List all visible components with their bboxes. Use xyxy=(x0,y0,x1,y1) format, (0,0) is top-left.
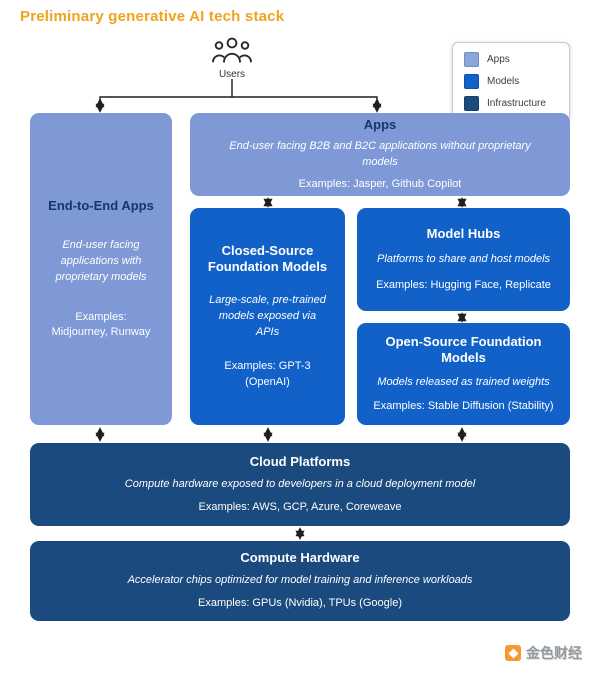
box-title: Closed-Source Foundation Models xyxy=(207,242,328,275)
legend-item-apps: Apps xyxy=(464,52,558,67)
box-apps: Apps End-user facing B2B and B2C applica… xyxy=(190,113,570,196)
users-group: Users xyxy=(206,36,258,80)
page-title: Preliminary generative AI tech stack xyxy=(20,8,285,25)
box-compute-hardware: Compute Hardware Accelerator chips optim… xyxy=(30,541,570,621)
box-examples: Examples: AWS, GCP, Azure, Coreweave xyxy=(198,500,402,513)
box-description: End-user facing applications with propri… xyxy=(55,238,147,283)
box-cloud-platforms: Cloud Platforms Compute hardware exposed… xyxy=(30,443,570,526)
watermark-text: 金色财经 xyxy=(526,645,582,661)
legend-label: Apps xyxy=(487,54,510,65)
box-description: Compute hardware exposed to developers i… xyxy=(124,477,476,490)
box-title: Model Hubs xyxy=(426,225,501,241)
box-end-to-end-apps: End-to-End Apps End-user facing applicat… xyxy=(30,113,172,425)
box-examples: Examples: Midjourney, Runway xyxy=(51,310,151,339)
box-title: Apps xyxy=(363,116,397,132)
box-open-source-foundation-models: Open-Source Foundation Models Models rel… xyxy=(357,323,570,425)
legend-swatch-models xyxy=(464,74,479,89)
box-model-hubs: Model Hubs Platforms to share and host m… xyxy=(357,208,570,311)
box-examples: Examples: GPUs (Nvidia), TPUs (Google) xyxy=(198,597,402,610)
legend-item-infrastructure: Infrastructure xyxy=(464,96,558,111)
box-title: Open-Source Foundation Models xyxy=(385,334,542,366)
watermark-logo-icon xyxy=(505,645,521,661)
box-description: Platforms to share and host models xyxy=(376,252,551,265)
box-description: Large-scale, pre-trained models exposed … xyxy=(209,294,326,339)
box-title: Compute Hardware xyxy=(240,550,360,566)
watermark: 金色财经 xyxy=(505,643,582,663)
box-closed-source-foundation-models: Closed-Source Foundation Models Large-sc… xyxy=(190,208,345,425)
legend-swatch-apps xyxy=(464,52,479,67)
box-description: End-user facing B2B and B2C applications… xyxy=(229,140,531,168)
box-title: End-to-End Apps xyxy=(48,197,154,213)
box-description: Accelerator chips optimized for model tr… xyxy=(127,574,473,587)
legend-label: Infrastructure xyxy=(487,98,546,109)
box-examples: Examples: Jasper, Github Copilot xyxy=(298,177,462,190)
box-title: Cloud Platforms xyxy=(249,453,351,469)
box-examples: Examples: Hugging Face, Replicate xyxy=(376,278,551,291)
box-examples: Examples: GPT-3 (OpenAI) xyxy=(224,360,311,388)
legend-swatch-infrastructure xyxy=(464,96,479,111)
users-label: Users xyxy=(218,69,246,80)
legend-label: Models xyxy=(487,76,520,87)
box-description: Models released as trained weights xyxy=(377,375,550,388)
legend: Apps Models Infrastructure xyxy=(452,42,570,121)
legend-item-models: Models xyxy=(464,74,558,89)
box-examples: Examples: Stable Diffusion (Stability) xyxy=(373,399,554,412)
users-icon xyxy=(212,37,252,63)
